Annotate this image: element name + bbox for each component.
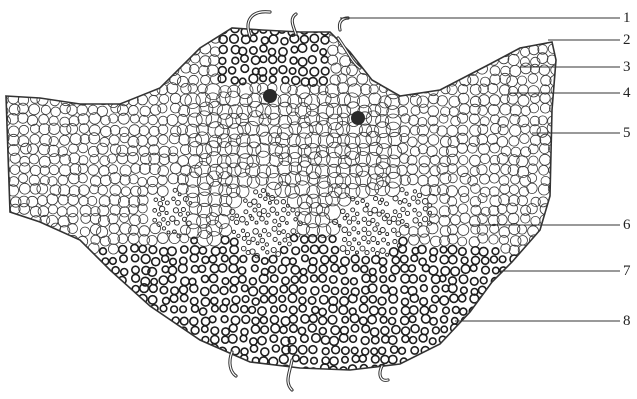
label-4: 4: [623, 86, 631, 101]
label-1: 1: [623, 11, 631, 26]
label-8: 8: [623, 314, 631, 329]
label-5: 5: [623, 126, 631, 141]
label-2: 2: [623, 33, 631, 48]
label-7: 7: [623, 264, 631, 279]
label-6: 6: [623, 218, 631, 233]
label-3: 3: [623, 60, 631, 75]
section-outline: [6, 28, 556, 370]
